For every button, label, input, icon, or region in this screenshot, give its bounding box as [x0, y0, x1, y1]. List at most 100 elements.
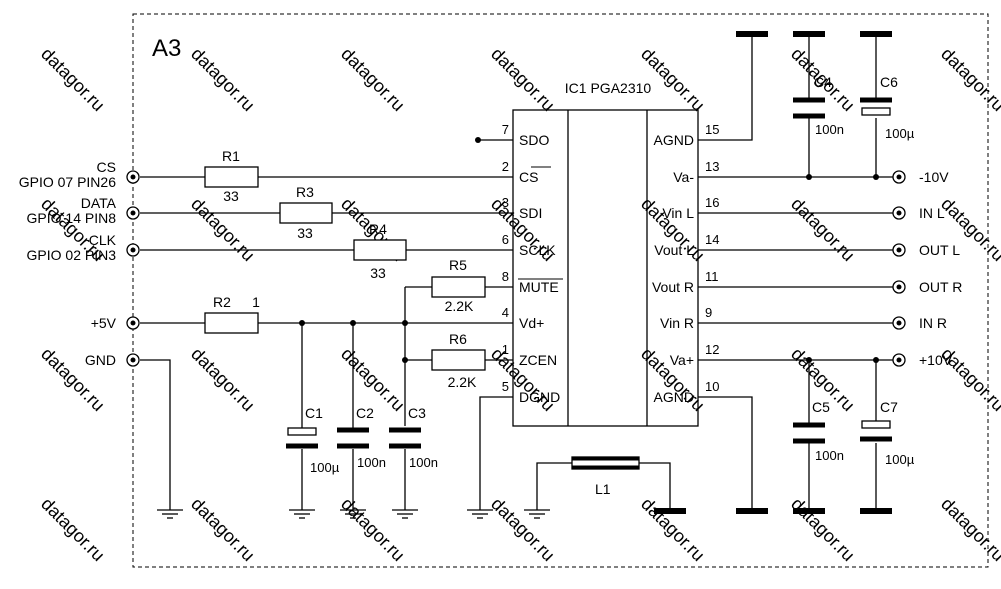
ground-symbol	[289, 509, 315, 519]
resistor-body	[431, 349, 486, 371]
capacitor-layer: C1 100µ C2 100n C3 100n C4 100n C6	[286, 74, 915, 475]
terminal-label: OUT R	[919, 279, 962, 295]
capacitor-ref: C7	[880, 399, 898, 415]
watermark-text: datagor.ru	[187, 344, 258, 415]
resistor-body	[279, 202, 333, 224]
terminal-label: IN R	[919, 315, 947, 331]
ic-pin-name: SDI	[519, 205, 542, 221]
ground-symbol	[524, 509, 550, 519]
ic-pga2310: IC1 PGA2310 7SDO2CS3SDI6SCLK8MUTE4Vd+1ZC…	[502, 80, 720, 427]
capacitor-ref: C3	[408, 405, 426, 421]
capacitor-value: 100µ	[885, 452, 915, 467]
resistor-r2: R2 1	[204, 294, 260, 334]
watermark-text: datagor.ru	[937, 494, 1001, 565]
resistor-r5: R5 2.2K	[431, 257, 486, 314]
ic-body	[512, 109, 699, 427]
ic-pin-name: MUTE	[519, 279, 559, 295]
capacitor-c7: C7 100µ	[860, 399, 915, 467]
resistor-layer: R1 33 R3 33 R4 33 R5 2.2K R2 1 R6 2.2K	[204, 148, 486, 390]
watermark-layer: datagor.ru datagor.ru datagor.ru datagor.ru…	[37, 44, 1001, 565]
resistor-ref: R3	[296, 184, 314, 200]
junction-dot	[402, 357, 408, 363]
sheet-border	[132, 13, 989, 568]
ic-pin-number: 7	[502, 122, 509, 137]
inductor-l1: L1	[571, 456, 640, 497]
capacitor-value: 100µ	[310, 460, 340, 475]
capacitor-c5: C5 100n	[793, 399, 844, 463]
resistor-value: 2.2K	[445, 298, 474, 314]
watermark-text: datagor.ru	[337, 494, 408, 565]
junction-dot	[873, 357, 879, 363]
terminal-label: -10V	[919, 169, 949, 185]
terminal-label: OUT L	[919, 242, 960, 258]
watermark-text: datagor.ru	[37, 44, 108, 115]
resistor-value: 1	[252, 294, 260, 310]
resistor-value: 33	[297, 225, 313, 241]
wire	[698, 34, 753, 141]
ground-symbol	[392, 509, 418, 519]
terminal-label: GND	[85, 352, 116, 368]
capacitor-plate-positive	[861, 420, 891, 429]
sheet-label: A3	[152, 35, 181, 62]
terminal-dot	[130, 210, 136, 216]
capacitor-value: 100n	[357, 455, 386, 470]
terminal-label: IN L	[919, 205, 945, 221]
ic-pin-number: 10	[705, 379, 719, 394]
terminal-label: +10V	[919, 352, 953, 368]
watermark-text: datagor.ru	[487, 494, 558, 565]
inductor-ref: L1	[595, 481, 611, 497]
ic-pin-number: 6	[502, 232, 509, 247]
watermark-text: datagor.ru	[787, 194, 858, 265]
resistor-ref: R5	[449, 257, 467, 273]
junction-layer	[299, 137, 879, 363]
watermark-text: datagor.ru	[937, 44, 1001, 115]
capacitor-value: 100n	[409, 455, 438, 470]
watermark-text: datagor.ru	[637, 494, 708, 565]
resistor-r4: R4 33	[353, 221, 407, 281]
capacitor-value: 100n	[815, 448, 844, 463]
resistor-body	[353, 239, 407, 261]
resistor-r6: R6 2.2K	[431, 331, 486, 390]
resistor-ref: R2	[213, 294, 231, 310]
terminal-dot	[896, 320, 902, 326]
ic-pin-name: Vout L	[654, 242, 694, 258]
ic-pin-number: 1	[502, 342, 509, 357]
ic-pin-name: ZCEN	[519, 352, 557, 368]
ic-pin-number: 12	[705, 342, 719, 357]
capacitor-ref: C6	[880, 74, 898, 90]
terminal-label: CLK	[89, 232, 117, 248]
ic-pin-number: 13	[705, 159, 719, 174]
capacitor-ref: C4	[814, 74, 832, 90]
terminal-dot	[130, 174, 136, 180]
ic-pin-name: AGND	[654, 132, 694, 148]
ic-pin-number: 14	[705, 232, 719, 247]
ic-pin-name: SCLK	[519, 242, 556, 258]
junction-dot	[873, 174, 879, 180]
resistor-body	[204, 312, 259, 334]
ic-title: IC1 PGA2310	[565, 80, 652, 96]
terminal-dot	[130, 320, 136, 326]
wire-layer	[140, 34, 893, 510]
ic-pin-number: 5	[502, 379, 509, 394]
ic-pin-name: Vin R	[660, 315, 694, 331]
watermark-text: datagor.ru	[787, 494, 858, 565]
terminal-label: +5V	[91, 315, 117, 331]
terminal-sublabel: GPIO 07 PIN26	[19, 174, 116, 190]
capacitor-ref: C1	[305, 405, 323, 421]
resistor-r3: R3 33	[279, 184, 333, 241]
wire	[140, 359, 171, 510]
watermark-text: datagor.ru	[487, 44, 558, 115]
resistor-value: 33	[223, 188, 239, 204]
resistor-body	[431, 276, 486, 298]
capacitor-ref: C2	[356, 405, 374, 421]
capacitor-value: 100µ	[885, 126, 915, 141]
junction-dot	[475, 137, 481, 143]
resistor-body	[204, 166, 259, 188]
resistor-value: 2.2K	[448, 374, 477, 390]
ic-pin-number: 11	[705, 269, 719, 284]
capacitor-plate-positive	[861, 107, 891, 116]
watermark-text: datagor.ru	[187, 194, 258, 265]
ic-pin-number: 4	[502, 305, 509, 320]
right-terminal-group: -10V IN L OUT L OUT R IN R +10V	[892, 169, 962, 368]
